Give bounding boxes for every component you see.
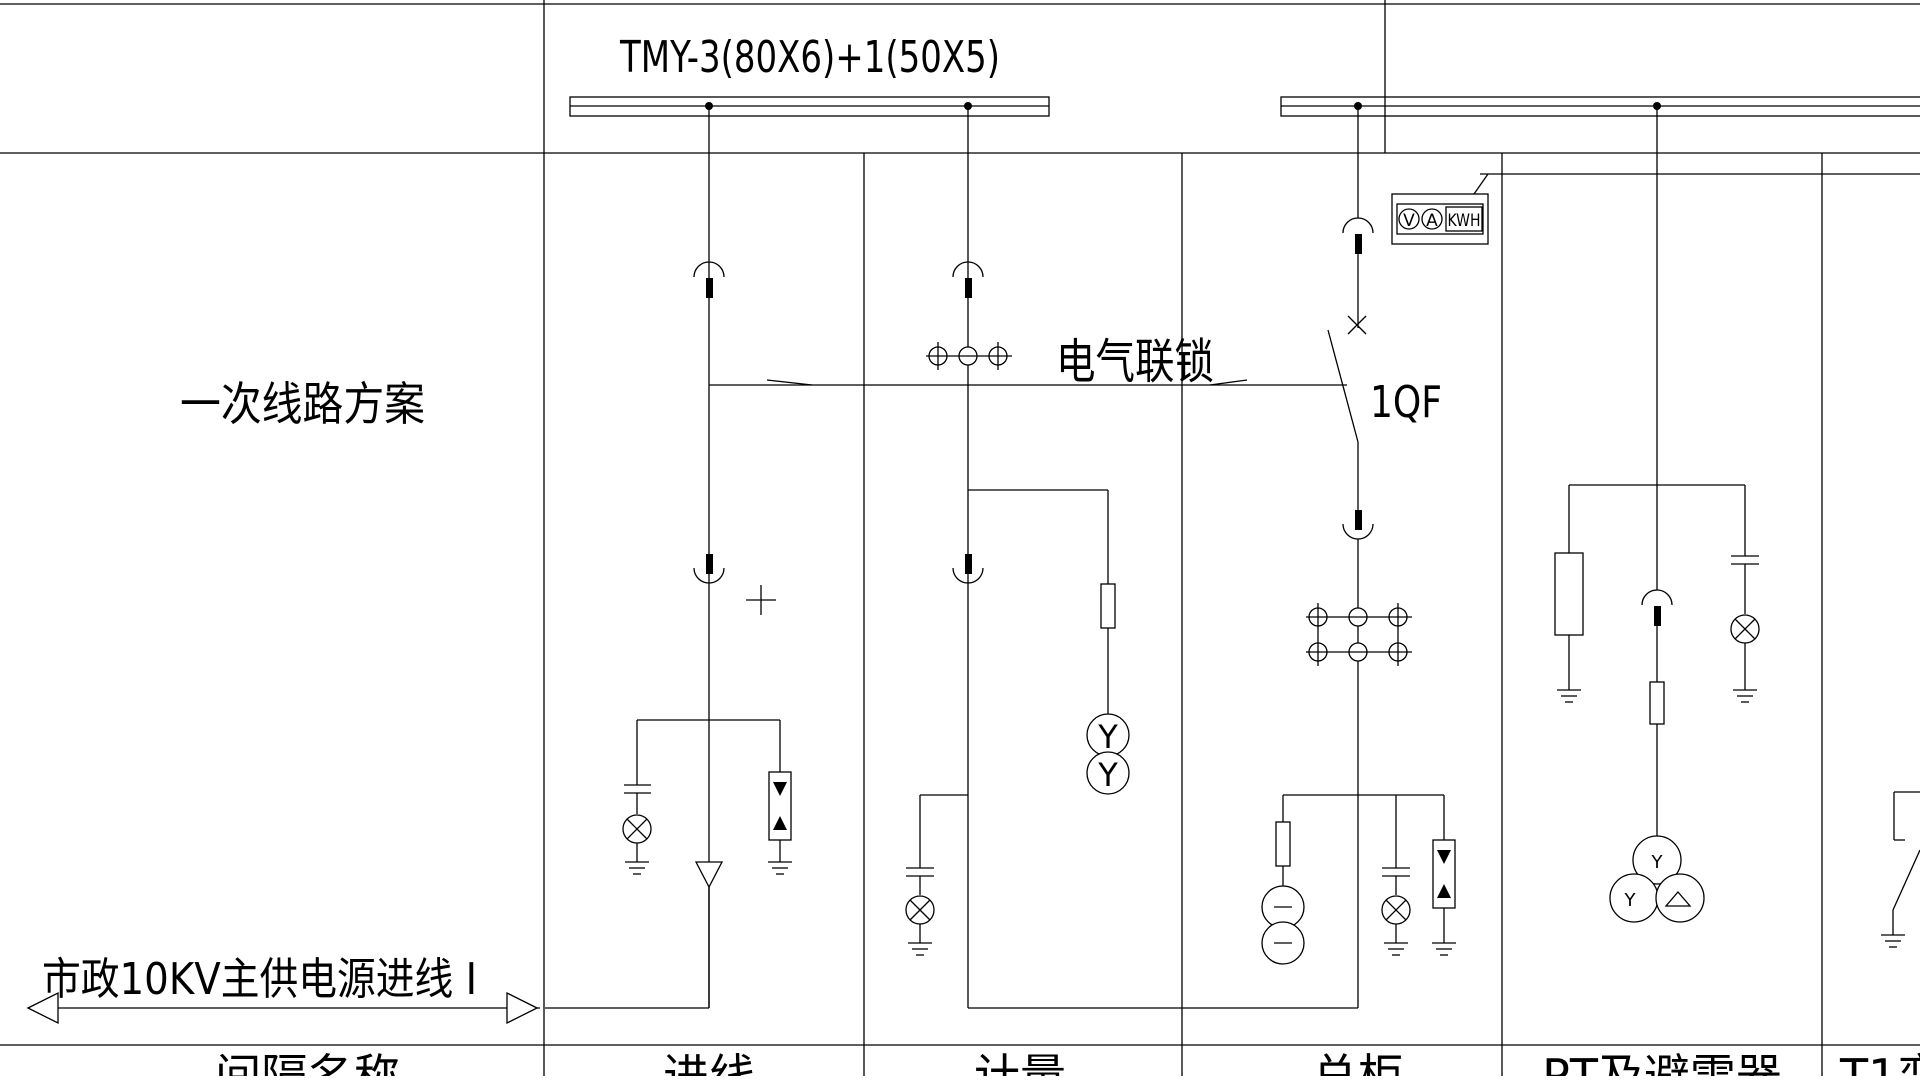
- metering-cabinet: Y Y: [905, 106, 1358, 1009]
- main-breaker-cabinet: [1261, 106, 1456, 1008]
- busbar-right: [1280, 96, 1920, 117]
- meter-kwh-label: KWH: [1448, 211, 1481, 231]
- meter-v-label: V: [1403, 211, 1415, 231]
- meter-a-label: A: [1426, 211, 1438, 231]
- bay-name-pt-arrester: PT及避雷器: [1542, 1049, 1782, 1076]
- interlock-label: 电气联锁: [1056, 334, 1214, 390]
- bay-name-metering: 计量: [974, 1049, 1066, 1076]
- svg-text:Y: Y: [1097, 718, 1118, 756]
- pt-arrester-cabinet: Y Y: [1554, 106, 1760, 923]
- incoming-source-label: 市政10KV主供电源进线 I: [42, 954, 477, 1005]
- meter-box: V A KWH: [1391, 173, 1920, 245]
- bay-name-t1: T1变: [1839, 1049, 1920, 1076]
- incoming-source-arrow: [26, 991, 540, 1025]
- incoming-feeder: [545, 106, 1347, 1009]
- main-ct-group: [1306, 603, 1412, 666]
- t1-cabinet-partial: [1881, 791, 1920, 948]
- primary-scheme-title: 一次线路方案: [180, 377, 425, 431]
- bay-name-main: 总柜: [1312, 1049, 1404, 1076]
- busbar-spec-label: TMY-3(80X6)+1(50X5): [619, 32, 1000, 83]
- svg-text:Y: Y: [1624, 890, 1637, 911]
- bay-name-incoming: 进线: [663, 1049, 755, 1076]
- busbar-left: [569, 96, 1050, 117]
- svg-text:Y: Y: [1097, 756, 1118, 794]
- bay-row-title: 间隔名称: [215, 1049, 400, 1076]
- breaker-tag-label: 1QF: [1370, 377, 1442, 428]
- bay-name-row: 间隔名称 进线 计量 总柜 PT及避雷器 T1变: [215, 1049, 1920, 1081]
- svg-text:Y: Y: [1651, 852, 1664, 873]
- metering-ct-group: [926, 342, 1012, 370]
